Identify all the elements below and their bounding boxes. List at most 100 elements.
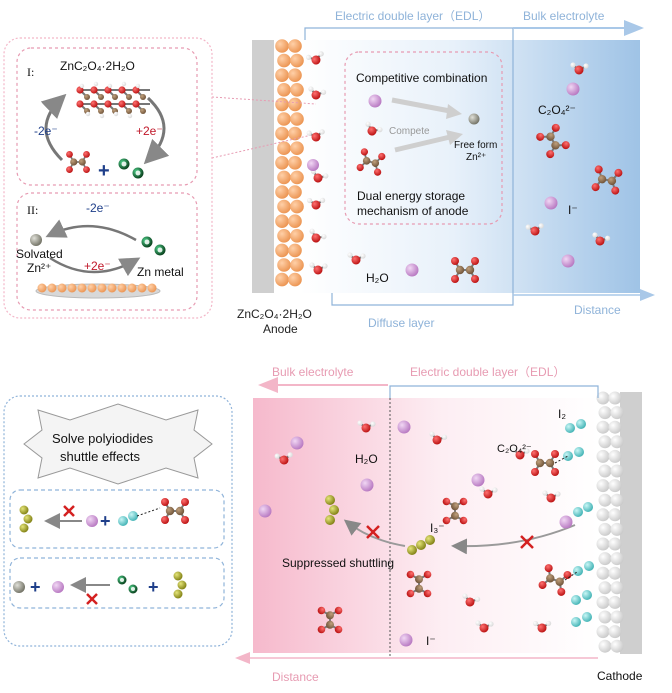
hydrogen-atom	[347, 252, 353, 258]
anode-sphere	[288, 97, 302, 112]
crystal-carbon	[140, 108, 146, 114]
oxygen-atom	[483, 489, 493, 499]
plate-atom	[117, 283, 127, 293]
cross-stroke	[86, 593, 98, 605]
anode-sphere	[277, 170, 291, 185]
carbon-atom	[326, 611, 334, 620]
anode-sphere	[290, 112, 304, 126]
oxygen-atom	[538, 581, 547, 590]
bottom-molecules	[258, 419, 594, 647]
anode-sphere	[290, 141, 304, 155]
summary-polyiodide-atom	[19, 523, 29, 533]
crystal-oxygen	[104, 86, 112, 94]
bottom-iodide-label: I⁻	[426, 634, 436, 648]
plate-atom	[77, 283, 87, 293]
oxygen-atom	[561, 141, 570, 150]
summary-row1-box	[9, 489, 225, 549]
hydrogen-atom	[322, 263, 328, 269]
free-form-ion: Zn²⁺	[466, 152, 486, 163]
oxygen-atom	[367, 126, 377, 136]
crystal-hydrogen	[99, 113, 105, 119]
carbon-atom	[597, 174, 607, 184]
carbon-atom	[607, 176, 617, 186]
iodide-ion	[290, 436, 304, 450]
anode-sphere	[277, 199, 291, 214]
iodide-ion	[405, 263, 419, 277]
cathode-sphere	[596, 566, 610, 580]
cathode-sphere	[598, 406, 612, 420]
carbon-atom	[535, 458, 545, 468]
carbon-atom	[455, 265, 465, 275]
summary-zinc-ion	[13, 581, 25, 593]
carbon-atom	[326, 620, 334, 629]
hydrogen-atom	[570, 62, 576, 68]
stage2-bottom-arc	[49, 256, 141, 277]
left-inset: I: ZnC₂O₄·2H₂O -2e⁻ +2e⁻ + II: -2e⁻ +2e⁻…	[3, 37, 213, 319]
compete-arrow-1-head	[446, 104, 462, 119]
inset-outer-frame	[3, 37, 213, 319]
hydrogen-atom	[320, 89, 327, 95]
crystal-oxygen	[76, 100, 84, 108]
oxalate-molecule	[161, 498, 189, 524]
cathode-spheres	[596, 391, 624, 653]
hydrogen-atom	[274, 453, 280, 459]
cathode-sphere	[596, 420, 610, 434]
water-molecule	[306, 129, 325, 142]
summary-plus: +	[30, 577, 41, 597]
cross-stroke	[366, 525, 380, 539]
iodine-i2-atom	[571, 617, 581, 627]
oxygen-atom	[66, 166, 73, 174]
crystal-oxygen	[90, 86, 98, 94]
cathode-sphere	[596, 391, 610, 405]
iodide-ion	[86, 515, 98, 527]
water-molecule	[306, 51, 324, 65]
anode-sphere	[277, 83, 291, 97]
edl-bracket-top	[304, 27, 514, 40]
interaction-bond	[564, 571, 578, 581]
iodide-ion	[559, 515, 573, 529]
blocked-cross	[520, 535, 534, 549]
zinc-ion-highlight	[130, 586, 136, 592]
bottom-bulk-label: Bulk electrolyte	[272, 365, 354, 379]
iodide-ion	[399, 633, 413, 647]
oxygen-atom	[546, 150, 555, 159]
zinc-ion-highlight	[144, 239, 150, 245]
iodine-i2	[571, 590, 592, 605]
badge-line1: Solve polyiodides	[52, 431, 154, 446]
water-molecule	[592, 232, 611, 246]
cathode-sphere	[608, 566, 622, 580]
polyiodide-i3-atom	[325, 515, 335, 525]
oxygen-atom	[311, 233, 321, 243]
inset-stage2-box	[16, 192, 198, 311]
cathode-sphere	[610, 581, 624, 595]
iodine-i2-atom	[573, 566, 583, 576]
anode-sphere	[288, 243, 302, 258]
anode-sphere	[290, 53, 304, 68]
oxygen-atom	[334, 606, 343, 615]
cathode-sphere	[608, 479, 622, 493]
oxygen-atom	[471, 257, 479, 265]
hydrogen-atom	[538, 223, 544, 229]
bottom-distance-label: Distance	[272, 670, 319, 684]
interaction-bond	[554, 455, 569, 464]
iodine-i2-atom	[574, 447, 584, 457]
oxygen-atom	[279, 455, 289, 465]
diffuse-layer-label: Diffuse layer	[368, 316, 434, 330]
competitive-box	[344, 51, 503, 225]
stage1-numeral: I:	[27, 65, 34, 79]
solvated-label: Solvated	[16, 247, 63, 261]
crystal-oxygen	[76, 86, 84, 94]
summary-iodine	[118, 511, 138, 526]
hydrogen-atom	[357, 420, 363, 426]
carbon-atom	[546, 574, 555, 583]
summary-iodine-atom	[118, 516, 128, 526]
bottom-edl-bracket	[389, 385, 599, 398]
compete-label: Compete	[389, 126, 430, 137]
compete-arrow-1	[391, 97, 451, 114]
suppressed-label: Suppressed shuttling	[282, 556, 394, 570]
solvated-zinc-ion	[30, 234, 42, 246]
iodine-i2-atom	[584, 561, 594, 571]
iodine-i2	[565, 419, 586, 433]
cathode-sphere	[610, 552, 624, 566]
anode-sphere	[275, 39, 289, 53]
